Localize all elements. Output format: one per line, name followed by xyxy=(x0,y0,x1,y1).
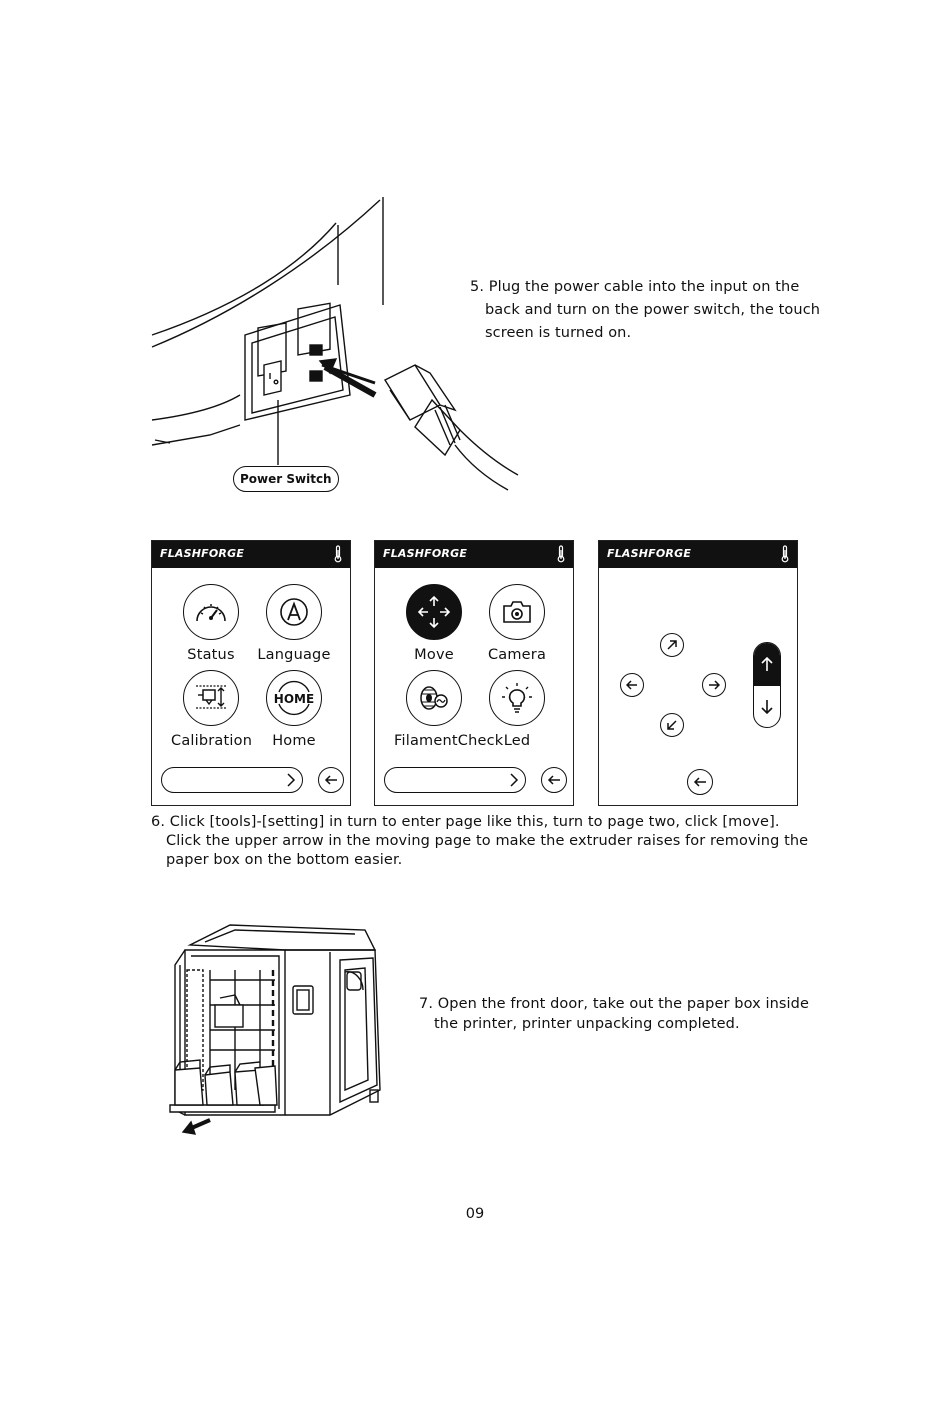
tile-label: Status xyxy=(187,647,235,663)
language-icon xyxy=(280,598,308,626)
screen-header: FLASHFORGE xyxy=(152,541,350,568)
z-up-button[interactable] xyxy=(754,643,780,686)
calibration-icon xyxy=(196,685,226,709)
home-button[interactable]: HOME xyxy=(266,670,322,726)
filament-spool-icon xyxy=(420,686,448,710)
led-button[interactable] xyxy=(489,670,545,726)
back-button[interactable] xyxy=(318,767,344,793)
arrow-down-left-icon xyxy=(667,720,677,730)
step5-line2: back and turn on the power switch, the t… xyxy=(485,302,821,318)
step5-line1: Plug the power cable into the input on t… xyxy=(488,279,800,295)
power-switch-callout: Power Switch xyxy=(233,466,339,492)
page-number: 09 xyxy=(465,1206,485,1222)
chevron-right-icon xyxy=(287,773,296,787)
brand-logo: FLASHFORGE xyxy=(383,547,468,560)
step5-number: 5. xyxy=(470,279,485,295)
thermometer-icon[interactable] xyxy=(556,545,566,563)
tile-label: Camera xyxy=(487,647,547,663)
camera-icon xyxy=(503,601,531,623)
screen-header: FLASHFORGE xyxy=(375,541,573,568)
tile-filamentcheck[interactable]: FilamentCheck xyxy=(394,670,504,749)
tile-status[interactable]: Status xyxy=(171,584,251,663)
power-switch-illustration xyxy=(151,197,519,491)
move-arrows-icon xyxy=(417,595,451,629)
screen-panel-move: FLASHFORGE xyxy=(598,540,798,806)
screen-panel-tools-page2: FLASHFORGE Move xyxy=(374,540,574,806)
calibration-button[interactable] xyxy=(183,670,239,726)
printer-open-door-illustration xyxy=(169,924,381,1135)
tile-label: Move xyxy=(414,647,454,663)
filamentcheck-button[interactable] xyxy=(406,670,462,726)
tile-label: Home xyxy=(272,733,316,749)
step5-text: 5. Plug the power cable into the input o… xyxy=(470,276,820,345)
step5-line3: screen is turned on. xyxy=(485,325,632,341)
step6-text: 6. Click [tools]-[setting] in turn to en… xyxy=(151,813,808,870)
arrow-left-icon xyxy=(547,775,560,785)
tile-move[interactable]: Move xyxy=(394,584,474,663)
tile-language[interactable]: Language xyxy=(254,584,334,663)
page-slider[interactable] xyxy=(161,767,303,793)
move-up-right-button[interactable] xyxy=(660,633,684,657)
arrow-right-icon xyxy=(709,680,720,690)
tile-label: FilamentCheck xyxy=(394,733,504,749)
home-icon: HOME xyxy=(274,680,314,716)
arrow-up-right-icon xyxy=(667,640,677,650)
step6-line1: Click [tools]-[setting] in turn to enter… xyxy=(169,814,780,830)
arrow-up-icon xyxy=(761,656,773,671)
status-button[interactable] xyxy=(183,584,239,640)
z-axis-control xyxy=(753,642,781,728)
camera-button[interactable] xyxy=(489,584,545,640)
chevron-right-icon xyxy=(510,773,519,787)
tile-camera[interactable]: Camera xyxy=(477,584,557,663)
step6-number: 6. xyxy=(151,814,166,830)
brand-logo: FLASHFORGE xyxy=(607,547,692,560)
arrow-down-icon xyxy=(761,700,773,715)
step7-line1: Open the front door, take out the paper … xyxy=(437,996,810,1012)
back-button[interactable] xyxy=(687,769,713,795)
page-slider[interactable] xyxy=(384,767,526,793)
screen-header: FLASHFORGE xyxy=(599,541,797,568)
move-left-button[interactable] xyxy=(620,673,644,697)
tile-calibration[interactable]: Calibration xyxy=(171,670,253,749)
lightbulb-icon xyxy=(502,683,532,713)
thermometer-icon[interactable] xyxy=(780,545,790,563)
tile-label: Language xyxy=(257,647,331,663)
arrow-left-icon xyxy=(324,775,337,785)
arrow-left-icon xyxy=(693,777,706,787)
z-down-button[interactable] xyxy=(754,686,780,727)
screen-panel-tools-page1: FLASHFORGE Status Language xyxy=(151,540,351,806)
tile-home[interactable]: HOME Home xyxy=(254,670,334,749)
arrow-left-icon xyxy=(626,680,637,690)
brand-logo: FLASHFORGE xyxy=(160,547,245,560)
step6-line3: paper box on the bottom easier. xyxy=(166,852,403,868)
move-down-left-button[interactable] xyxy=(660,713,684,737)
language-button[interactable] xyxy=(266,584,322,640)
home-icon-text: HOME xyxy=(274,692,314,706)
step7-text: 7. Open the front door, take out the pap… xyxy=(419,994,809,1034)
back-button[interactable] xyxy=(541,767,567,793)
thermometer-icon[interactable] xyxy=(333,545,343,563)
step7-line2: the printer, printer unpacking completed… xyxy=(434,1016,740,1032)
tile-led[interactable]: Led xyxy=(477,670,557,749)
move-button[interactable] xyxy=(406,584,462,640)
tile-label: Led xyxy=(503,733,531,749)
gauge-icon xyxy=(196,604,226,622)
step7-number: 7. xyxy=(419,996,434,1012)
move-right-button[interactable] xyxy=(702,673,726,697)
tile-label: Calibration xyxy=(171,733,253,749)
step6-line2: Click the upper arrow in the moving page… xyxy=(166,833,809,849)
